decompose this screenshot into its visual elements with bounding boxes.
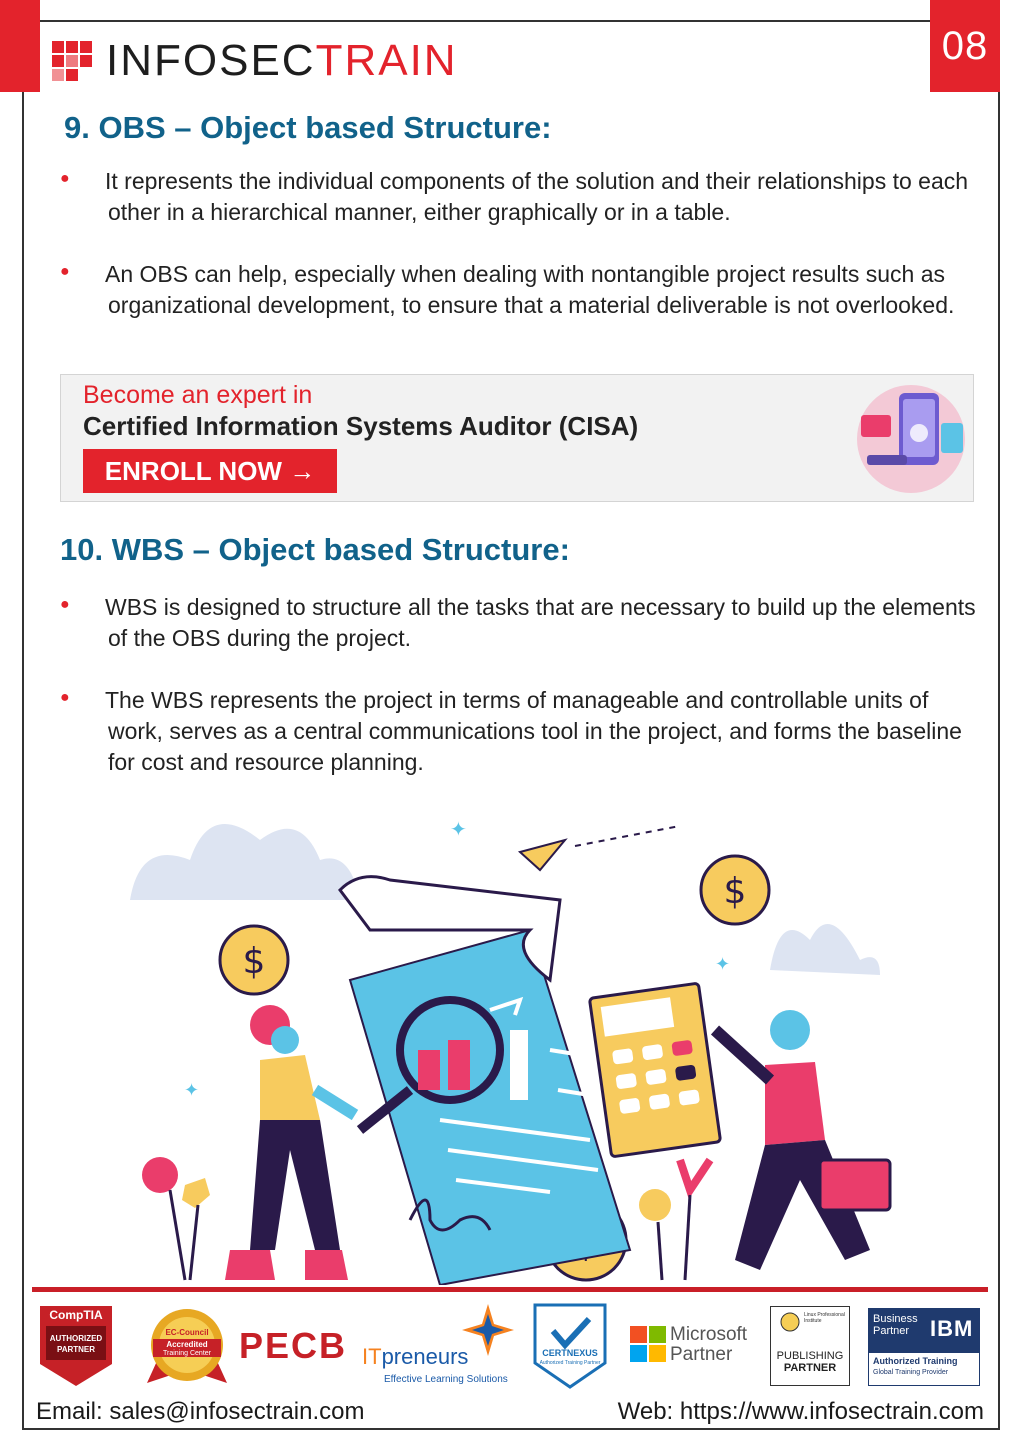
- svg-text:$: $: [243, 941, 266, 982]
- bullet-icon: ●: [60, 170, 70, 187]
- person-icon: [770, 1010, 810, 1050]
- microsoft-logo-icon: [630, 1326, 666, 1362]
- bullet-icon: ●: [60, 263, 70, 280]
- svg-text:✦: ✦: [450, 817, 467, 841]
- paper-plane-icon: [517, 838, 568, 872]
- section9-title: 9. OBS – Object based Structure:: [64, 110, 552, 145]
- corner-accent: [0, 0, 40, 92]
- briefcase-icon: [818, 1158, 892, 1212]
- section10-title: 10. WBS – Object based Structure:: [60, 532, 570, 567]
- flower-icon: [639, 1189, 671, 1221]
- list-item: ● WBS is designed to structure all the t…: [60, 594, 976, 651]
- microsoft-partner-logo: Microsoft Partner: [628, 1300, 758, 1392]
- footer-email[interactable]: Email: sales@infosectrain.com: [36, 1398, 365, 1425]
- ibm-business-partner-logo: Business Partner IBM Authorized Training…: [868, 1300, 980, 1392]
- certnexus-logo: CERTNEXUS Authorized Training Partner: [530, 1300, 610, 1392]
- svg-text:✦: ✦: [715, 954, 730, 975]
- enroll-now-button[interactable]: ENROLL NOW →: [83, 449, 337, 493]
- bullet-icon: ●: [60, 596, 70, 613]
- bullet-icon: ●: [60, 689, 70, 706]
- list-item: ● The WBS represents the project in term…: [60, 687, 962, 775]
- cloud-icon: [770, 924, 880, 975]
- brand-name: INFOSECTRAIN: [106, 36, 458, 85]
- lpi-icon: [780, 1312, 800, 1332]
- page-number: 08: [930, 0, 1000, 92]
- eccouncil-logo: EC-Council Accredited Training Center: [132, 1300, 242, 1392]
- pecb-logo: PECB: [238, 1325, 348, 1366]
- banner-kicker: Become an expert in: [83, 381, 313, 409]
- logo-mark-icon: [52, 41, 92, 81]
- document-icon: [348, 928, 632, 1285]
- flower-icon: [142, 1157, 178, 1193]
- partner-logos: CompTIA AUTHORIZED PARTNER EC-Council Ac…: [32, 1300, 988, 1392]
- list-item: ● An OBS can help, especially when deali…: [60, 261, 955, 318]
- dollar-coin-icon: [699, 854, 771, 926]
- footer-website[interactable]: Web: https://www.infosectrain.com: [617, 1398, 984, 1425]
- comptia-logo: CompTIA AUTHORIZED PARTNER: [36, 1300, 116, 1392]
- itpreneurs-star-icon: [462, 1304, 514, 1356]
- banner-course: Certified Information Systems Auditor (C…: [83, 411, 639, 441]
- section9-list: ● It represents the individual component…: [60, 166, 980, 352]
- itpreneurs-logo: ITpreneurs Effective Learning Solutions: [358, 1300, 518, 1392]
- dollar-coin-icon: [218, 924, 290, 996]
- svg-text:✦: ✦: [184, 1080, 199, 1101]
- audit-illustration-icon: [857, 385, 965, 493]
- list-item: ● It represents the individual component…: [60, 168, 969, 225]
- finance-analysis-illustration: $ $ $ ✦ ✦ ✦: [130, 817, 892, 1285]
- page-frame: [22, 20, 1000, 1430]
- magnifier-icon: [396, 996, 504, 1104]
- cloud-icon: [130, 824, 360, 900]
- lpi-publishing-partner-logo: Linux Professional Institute PUBLISHING …: [770, 1300, 852, 1392]
- svg-text:$: $: [724, 871, 747, 912]
- footer-divider: [32, 1287, 988, 1292]
- cisa-banner[interactable]: Become an expert in Certified Informatio…: [60, 374, 974, 502]
- brand-logo: INFOSECTRAIN: [52, 36, 458, 86]
- section10-list: ● WBS is designed to structure all the t…: [60, 592, 980, 809]
